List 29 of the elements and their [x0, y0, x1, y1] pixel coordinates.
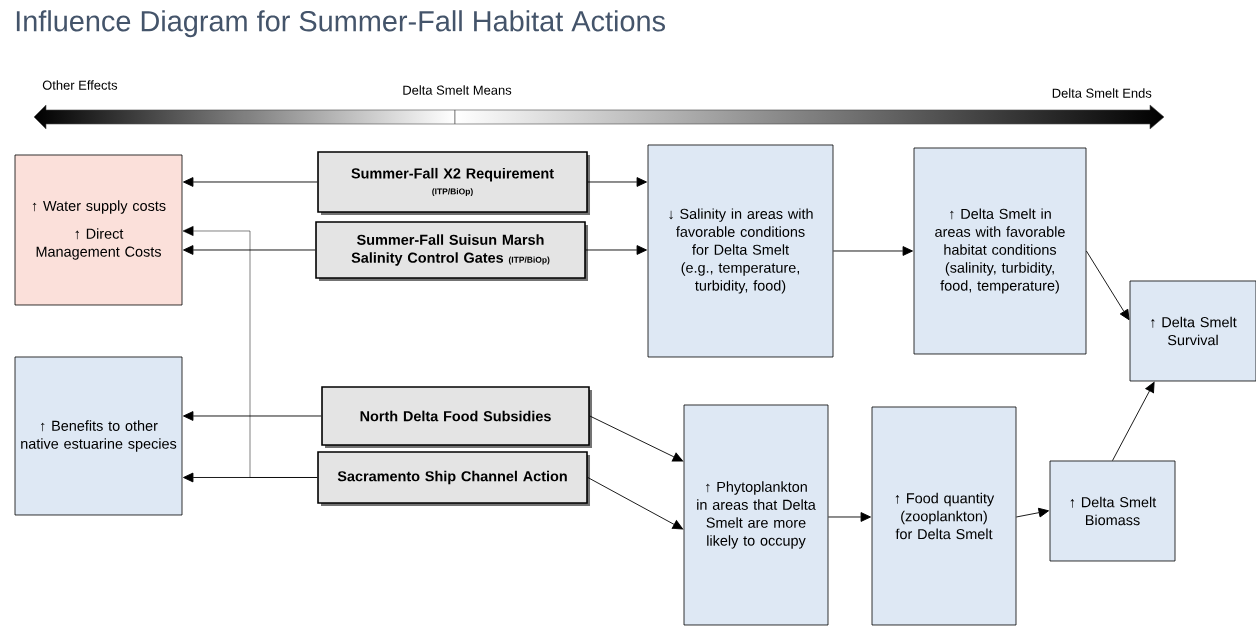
- action-box: Summer-Fall Suisun Marsh Salinity Control Gates (ITP/BiOp): [315, 221, 588, 281]
- outcome-box: ↑ Phytoplankton in areas that Delta Smelt are more likely to occupy: [683, 404, 829, 626]
- action-box: North Delta Food Subsidies: [321, 386, 592, 448]
- arrow: [1112, 381, 1155, 462]
- outcome-box: ↑ Benefits to other native estuarine species: [14, 356, 183, 516]
- arrow: [1085, 250, 1130, 321]
- arrow: [183, 411, 322, 421]
- arrow: [832, 246, 913, 256]
- arrow: [587, 477, 684, 530]
- arrow: [587, 177, 647, 187]
- scale-label: Delta Smelt Ends: [1052, 88, 1152, 98]
- outcome-box: ↓ Salinity in areas with favorable conditions for Delta Smelt (e.g., temperature, turbidity, food): [647, 144, 834, 358]
- arrow: [585, 245, 647, 255]
- arrow: [183, 245, 316, 255]
- outcome-box: ↑ Delta Smelt Biomass: [1049, 460, 1176, 562]
- outcome-box: ↑ Delta Smelt in areas with favorable habitat conditions (salinity, turbidity, food, temperature): [913, 147, 1087, 355]
- outcome-box: ↑ Water supply costs ↑ Direct Management Costs: [14, 154, 183, 306]
- arrow: [1015, 507, 1049, 518]
- scale-label: Delta Smelt Means: [403, 85, 512, 95]
- action-box: Sacramento Ship Channel Action: [317, 451, 590, 506]
- outcome-box: ↑ Delta Smelt Survival: [1129, 280, 1256, 382]
- arrow: [827, 512, 871, 522]
- action-box: Summer-Fall X2 Requirement (ITP/BiOp): [317, 151, 590, 215]
- arrow: [589, 415, 684, 462]
- arrow: [182, 226, 318, 478]
- arrow: [183, 177, 318, 187]
- title: Influence Diagram for Summer-Fall Habitat Actions: [16, 10, 665, 38]
- outcome-box: ↑ Food quantity (zooplankton) for Delta Smelt: [871, 406, 1017, 626]
- scale-label: Other Effects: [42, 80, 118, 90]
